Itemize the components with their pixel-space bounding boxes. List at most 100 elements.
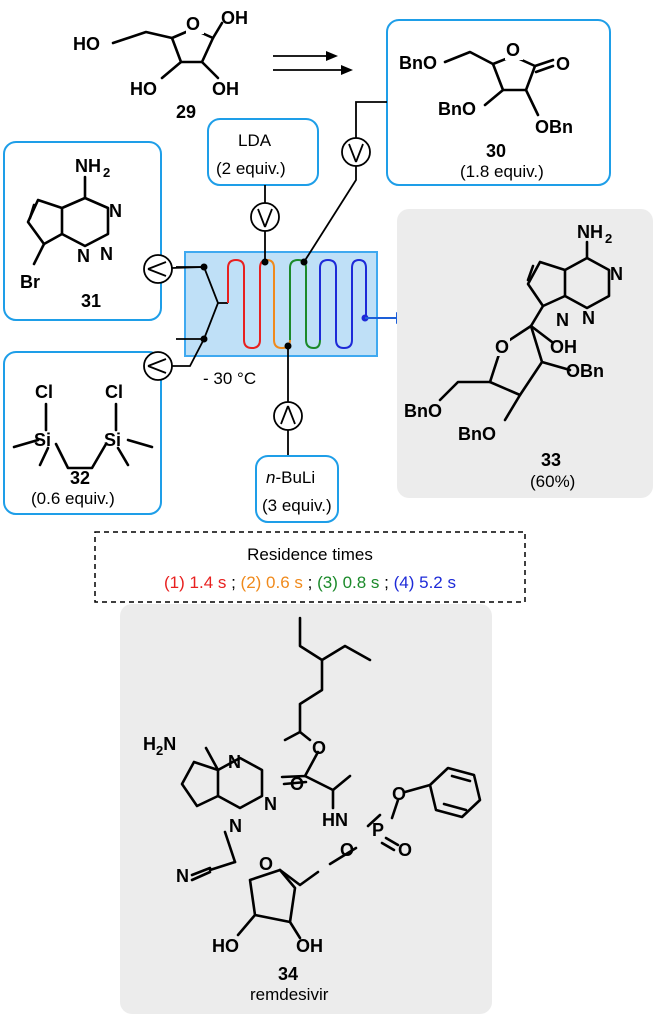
atom-o-carbonyl-30: O [556, 54, 570, 74]
ethylene-bridge [54, 442, 108, 470]
ch2-link [278, 868, 320, 887]
compound-34-label: 34 [278, 964, 298, 984]
lda-equiv: (2 equiv.) [216, 159, 286, 178]
nitrile-bond [190, 866, 212, 882]
atom-bno-30b: BnO [438, 99, 476, 119]
compound-31-border [3, 141, 162, 321]
lda-name: LDA [238, 131, 272, 150]
residence-item-3: (3) 0.8 s [317, 573, 379, 592]
carbonyl-bond [533, 58, 555, 68]
nbuli-box: n-BuLi (3 equiv.) [255, 455, 339, 523]
atom-oh-34: OH [296, 936, 323, 956]
segment-4-blue [319, 258, 367, 350]
compound-33-yield: (60%) [530, 472, 575, 491]
c2-obn-bond-33 [540, 360, 572, 372]
compound-34-box: H2N N N N N O HO OH O O HN P O O O 34 re… [120, 604, 492, 1014]
residence-item-2: (2) 0.6 s [241, 573, 303, 592]
atom-n-33c: N [556, 310, 569, 330]
atom-n-34c: N [229, 816, 242, 836]
si-me-b2 [116, 446, 130, 467]
compound-34-name: remdesivir [250, 985, 329, 1004]
c2-oh-bond [200, 60, 220, 80]
arrowhead-2 [341, 65, 353, 75]
compound-29: O OH HO HO OH 29 [73, 8, 248, 122]
ch2obn-bond-33 [438, 380, 492, 402]
atom-o-phenoxy-34: O [392, 784, 406, 804]
atom-n-31b: N [77, 246, 90, 266]
atom-nh2-31: NH [75, 156, 101, 176]
atom-o-ring-34: O [259, 854, 273, 874]
atom-o-bridge-34: O [340, 840, 354, 860]
atom-p-34: P [372, 820, 384, 840]
p-o-ch2-bond [328, 846, 358, 866]
pump-lda-valve [257, 208, 273, 228]
nbuli-border [255, 455, 339, 523]
compound-32-box: Cl Cl Si Si 32 (0.6 equiv.) [3, 351, 162, 515]
atom-h2n-n: N [163, 734, 176, 754]
atom-ho-29a: HO [73, 34, 100, 54]
atom-si-32b: Si [104, 430, 121, 450]
pumps [143, 101, 387, 456]
atom-br-31: Br [20, 272, 40, 292]
atom-nh2-33: NH [577, 222, 603, 242]
compound-30-box: O O BnO BnO OBn 30 (1.8 equiv.) [386, 19, 611, 186]
atom-o-double-34: O [398, 840, 412, 860]
compound-32-border [3, 351, 162, 515]
residence-times-border [94, 531, 526, 603]
c3-obn-bond [483, 88, 505, 107]
pump-buli-valve [280, 405, 296, 425]
compound-33-label: 33 [541, 450, 561, 470]
c2-oh-bond-34 [288, 920, 302, 940]
feed-line-32 [172, 338, 205, 367]
atom-o-ring-33: O [495, 337, 509, 357]
ester-carbonyl [280, 750, 320, 786]
pyrrole-double-33 [526, 264, 535, 282]
compound-34-background [120, 604, 492, 1014]
c3-obn-bond-33 [503, 393, 522, 422]
nbuli-suffix: -BuLi [275, 468, 315, 487]
atom-h2n-sub: 2 [156, 743, 163, 758]
arrows-29-to-30 [273, 51, 353, 75]
atom-o-carbonyl-34: O [290, 774, 304, 794]
atom-nh2-sub-31: 2 [103, 165, 110, 180]
residence-sep-3: ; [379, 573, 393, 592]
atom-cl-32b: Cl [105, 382, 123, 402]
feed-line-30-top [355, 101, 387, 138]
pump-30-valve [348, 143, 364, 163]
arrowhead-1 [326, 51, 338, 61]
atom-n-31c: N [100, 244, 113, 264]
atom-si-32a: Si [34, 430, 51, 450]
segment-3-green [289, 258, 321, 350]
residence-sep-2: ; [303, 573, 317, 592]
residence-times-title: Residence times [247, 545, 373, 564]
compound-30-label: 30 [486, 141, 506, 161]
atom-o-ring-30: O [506, 40, 520, 60]
si-me-a2 [38, 446, 50, 467]
lda-box: LDA (2 equiv.) [207, 118, 319, 186]
compound-31-box: NH 2 N N N Br 31 [3, 141, 162, 321]
residence-item-1: (1) 1.4 s [164, 573, 226, 592]
feed-line-30 [303, 166, 357, 263]
si-me-a1 [12, 438, 40, 449]
compound-32-equiv: (0.6 equiv.) [31, 489, 115, 508]
atom-n-34b: N [264, 794, 277, 814]
temperature-label: - 30 °C [203, 369, 256, 388]
c1-link-33 [529, 304, 545, 328]
segment-1-red [227, 258, 268, 350]
phenoxy-bond [403, 783, 432, 794]
ch2obn-bond [443, 50, 495, 66]
pump-32-valve [147, 358, 167, 374]
phenyl-double [442, 774, 472, 812]
c2-obn-bond [524, 88, 540, 117]
atom-hn-34: HN [322, 810, 348, 830]
feed-line-31 [171, 266, 205, 269]
residence-sep-1: ; [226, 573, 240, 592]
ch2oh-bond [111, 30, 174, 45]
compound-29-label: 29 [176, 102, 196, 122]
atom-n-33a: N [610, 264, 623, 284]
phenyl-ring [428, 766, 482, 819]
atom-o-ester-34: O [312, 738, 326, 758]
residence-times-box: Residence times (1) 1.4 s ; (2) 0.6 s ; … [94, 531, 526, 603]
reactor-chip [184, 251, 378, 357]
